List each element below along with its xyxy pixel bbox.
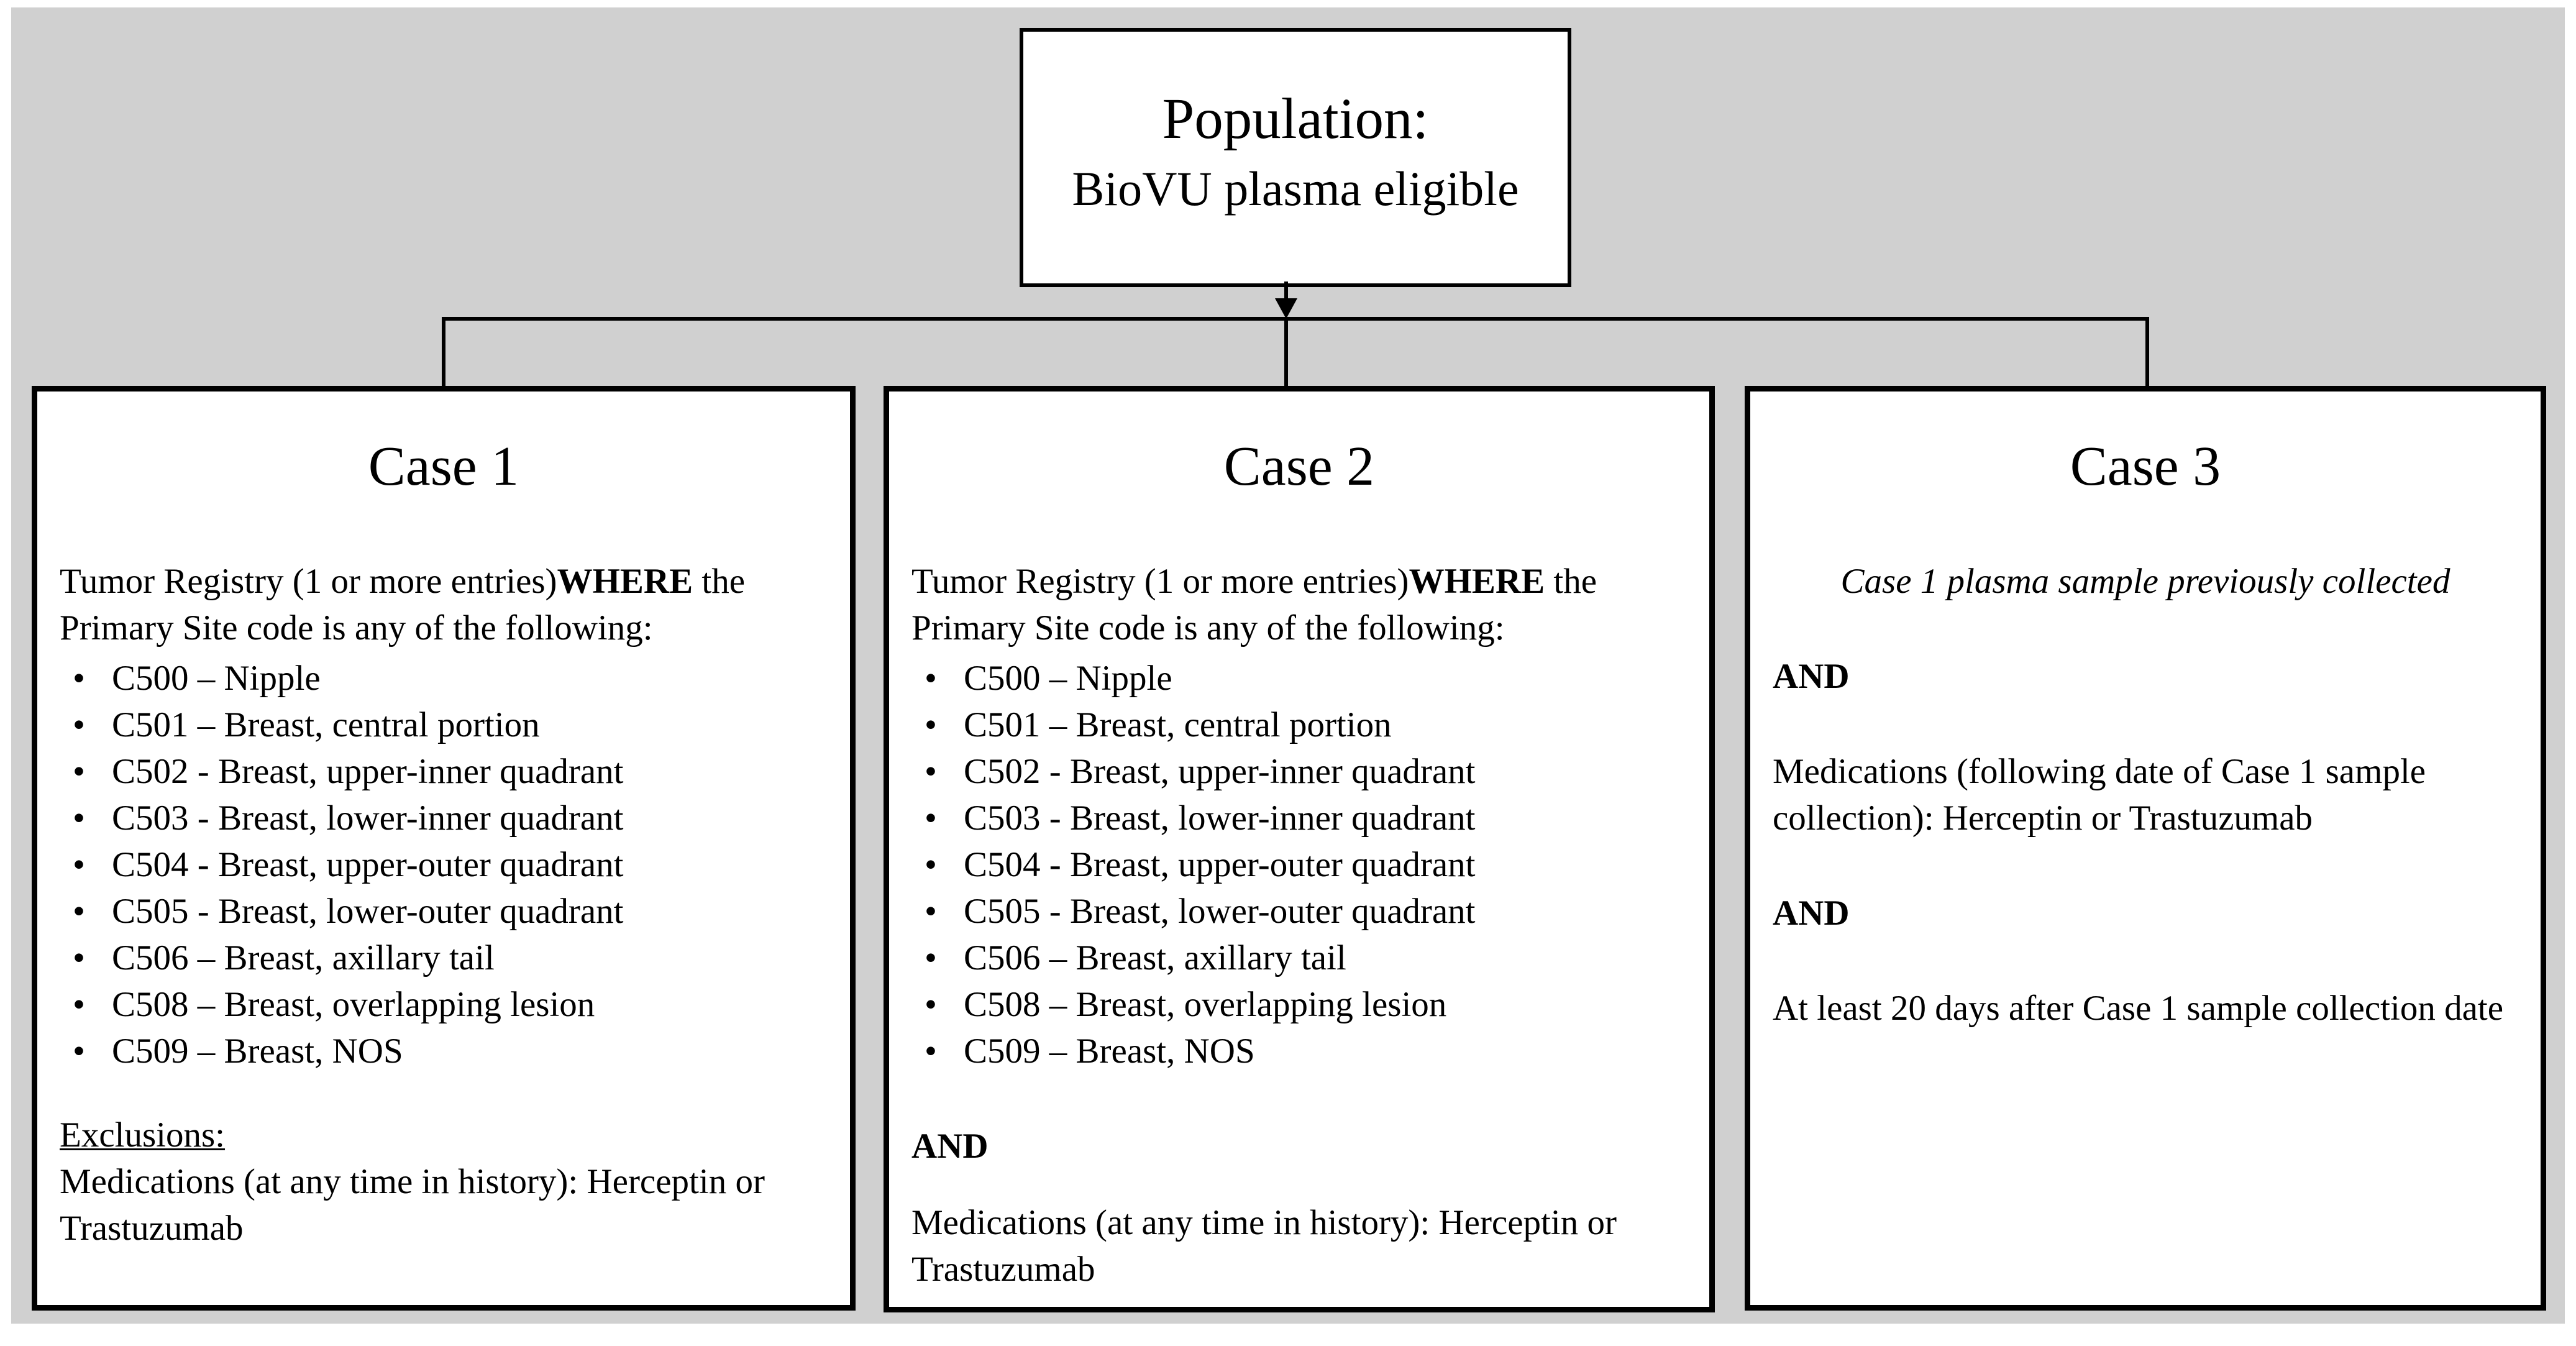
list-item: C504 - Breast, upper-outer quadrant [911,843,1687,889]
list-item: C500 – Nipple [911,656,1687,703]
list-item: C503 - Breast, lower-inner quadrant [911,796,1687,843]
case-3-medications-text: Medications (following date of Case 1 sa… [1773,753,2426,839]
connector-stub-case-3 [2145,317,2149,388]
list-item: C508 – Breast, overlapping lesion [911,982,1687,1029]
case-2-intro-pre: Tumor Registry (1 or more entries) [911,563,1409,602]
list-item: C502 - Breast, upper-inner quadrant [60,749,828,796]
list-item: C500 – Nipple [60,656,828,703]
case-3-and-label-1: AND [1773,658,1850,697]
population-box: Population: BioVU plasma eligible [1020,28,1571,287]
case-1-box: Case 1 Tumor Registry (1 or more entries… [32,386,856,1311]
case-2-intro: Tumor Registry (1 or more entries)WHERE … [911,559,1687,652]
list-item: C505 - Breast, lower-outer quadrant [60,889,828,936]
list-item: C508 – Breast, overlapping lesion [60,982,828,1029]
case-2-medications-text: Medications (at any time in history): He… [911,1204,1617,1290]
case-3-title: Case 3 [2070,436,2221,498]
connector-stub-case-1 [442,317,445,388]
list-item: C501 – Breast, central portion [60,703,828,749]
list-item: C503 - Breast, lower-inner quadrant [60,796,828,843]
case-2-and-label: AND [911,1128,989,1167]
case-1-intro: Tumor Registry (1 or more entries)WHERE … [60,559,828,652]
arrow-down-icon [1275,298,1297,319]
case-1-exclusions-label: Exclusions: [60,1117,226,1156]
case-1-exclusions-text: Medications (at any time in history): He… [60,1163,765,1249]
case-3-timing-text: At least 20 days after Case 1 sample col… [1773,990,2504,1029]
case-1-intro-where: WHERE [557,563,693,602]
case-3-precondition-text: Case 1 plasma sample previously collecte… [1840,563,2450,602]
list-item: C502 - Breast, upper-inner quadrant [911,749,1687,796]
case-2-primary-site-list: C500 – Nipple C501 – Breast, central por… [911,656,1687,1076]
case-3-and-label-2: AND [1773,895,1850,934]
list-item: C505 - Breast, lower-outer quadrant [911,889,1687,936]
list-item: C501 – Breast, central portion [911,703,1687,749]
connector-stub-case-2 [1284,319,1288,388]
list-item: C506 – Breast, axillary tail [60,936,828,982]
list-item: C504 - Breast, upper-outer quadrant [60,843,828,889]
population-subtitle: BioVU plasma eligible [1072,162,1519,216]
case-2-box: Case 2 Tumor Registry (1 or more entries… [884,386,1715,1312]
list-item: C509 – Breast, NOS [60,1029,828,1076]
case-1-intro-post: the Primary Site code is any of the foll… [60,563,746,649]
case-1-title: Case 1 [368,436,519,498]
connector-stem [1284,282,1288,302]
connector-horizontal-line [442,317,2149,321]
case-2-intro-where: WHERE [1409,563,1545,602]
case-3-box: Case 3 Case 1 plasma sample previously c… [1745,386,2546,1311]
list-item: C509 – Breast, NOS [911,1029,1687,1076]
case-2-intro-post: the Primary Site code is any of the foll… [911,563,1597,649]
case-1-intro-pre: Tumor Registry (1 or more entries) [60,563,557,602]
case-1-primary-site-list: C500 – Nipple C501 – Breast, central por… [60,656,828,1076]
population-title: Population: [1162,86,1429,151]
list-item: C506 – Breast, axillary tail [911,936,1687,982]
case-2-title: Case 2 [1223,436,1375,498]
